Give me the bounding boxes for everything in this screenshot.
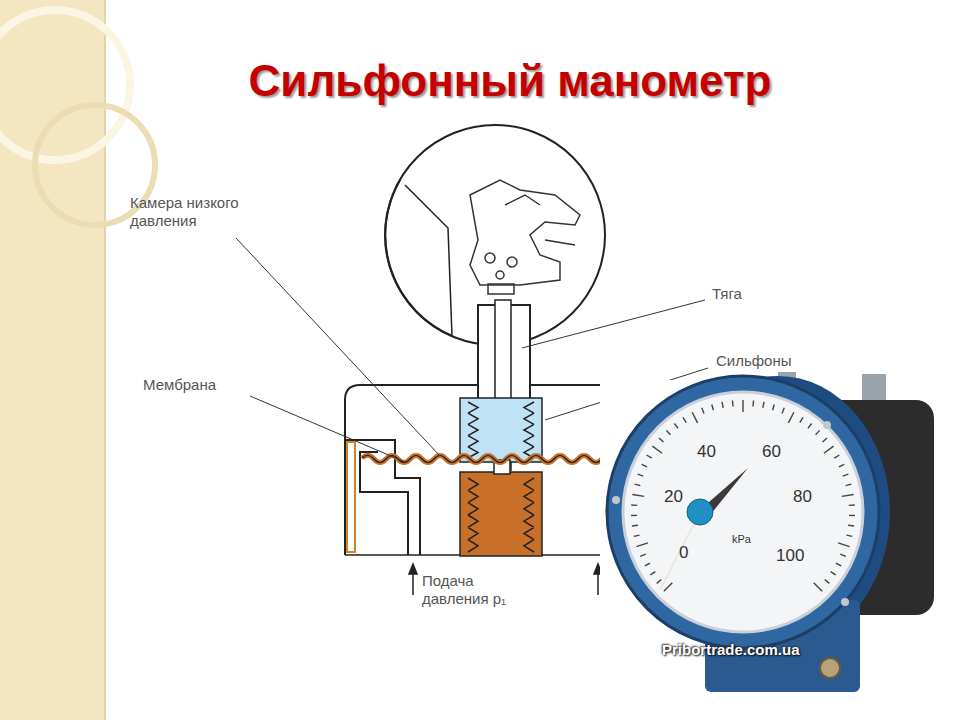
tick [640, 554, 646, 556]
tick [722, 402, 723, 408]
tick [742, 400, 743, 412]
tick [834, 455, 839, 458]
tick [702, 408, 704, 414]
upper-bellows [460, 398, 542, 462]
tick [763, 402, 764, 408]
screw [841, 598, 849, 606]
tick [642, 464, 647, 467]
scale-number: 80 [793, 487, 812, 507]
tick [657, 580, 662, 584]
tick [631, 515, 637, 517]
tick [647, 455, 652, 458]
upper-bellows-folds [468, 402, 534, 458]
tick [838, 543, 849, 547]
gauge-ring [607, 376, 879, 648]
deco-ring [0, 10, 130, 160]
tick [788, 412, 793, 423]
tick [674, 424, 678, 429]
tick [664, 583, 672, 591]
tick [782, 408, 784, 414]
tick [773, 404, 775, 410]
housing [345, 385, 605, 555]
tick [836, 563, 841, 566]
dial-ticks [631, 400, 855, 591]
tick [831, 572, 836, 575]
screw [612, 496, 620, 504]
tick [800, 417, 803, 422]
tick [732, 400, 734, 406]
tick [659, 438, 664, 442]
scale-number: 0 [679, 543, 688, 563]
needle-hub [687, 499, 713, 525]
tick [638, 474, 644, 476]
tick [666, 430, 670, 434]
scale-number: 60 [762, 442, 781, 462]
tick [849, 515, 855, 517]
tick [652, 446, 662, 453]
scale-number: 20 [664, 487, 683, 507]
tick [632, 525, 638, 527]
dial-face [623, 392, 863, 632]
tick [632, 494, 644, 496]
tick [692, 412, 697, 423]
tick [816, 430, 820, 434]
tick [814, 583, 822, 591]
slide-title: Сильфонный манометр [110, 55, 910, 108]
tick [712, 404, 714, 410]
tick [824, 446, 834, 453]
scale-number: 40 [697, 442, 716, 462]
scale-number: 100 [776, 546, 804, 566]
tick [825, 580, 830, 584]
photo-ground [600, 380, 950, 720]
tick [846, 484, 852, 485]
base-port [820, 658, 840, 678]
callout-label: Подача давления p₁ [422, 572, 534, 608]
tick [635, 484, 641, 485]
tick [752, 400, 754, 406]
tick [849, 504, 855, 506]
lower-bellows-folds [468, 478, 534, 552]
fitting [862, 374, 886, 400]
tick [634, 535, 640, 536]
dial-arc [385, 180, 452, 336]
tick [843, 474, 849, 476]
tick [839, 464, 844, 467]
pointer-sector [405, 185, 452, 336]
tick [848, 525, 854, 527]
tick [823, 438, 828, 442]
unit-label: kPa [732, 533, 751, 546]
callout-label: Сильфоны [714, 352, 794, 370]
tick [808, 424, 812, 429]
callout-label: Камера низкого давления [130, 194, 255, 230]
channel-oil [347, 442, 355, 552]
tick [650, 572, 655, 575]
callout-label: Тяга [712, 285, 742, 303]
callout-label: Мембрана [143, 376, 216, 394]
tick [842, 494, 854, 496]
watermark: Pribortrade.com.ua [662, 641, 800, 659]
tick [645, 563, 650, 566]
screw [823, 421, 831, 429]
lower-bellows [460, 472, 542, 556]
tick [846, 535, 852, 536]
gauge-photo [600, 372, 950, 720]
tick [631, 504, 637, 506]
movement-mechanism [470, 180, 580, 294]
tick [840, 554, 846, 556]
tick [683, 417, 686, 422]
tick [636, 543, 647, 547]
